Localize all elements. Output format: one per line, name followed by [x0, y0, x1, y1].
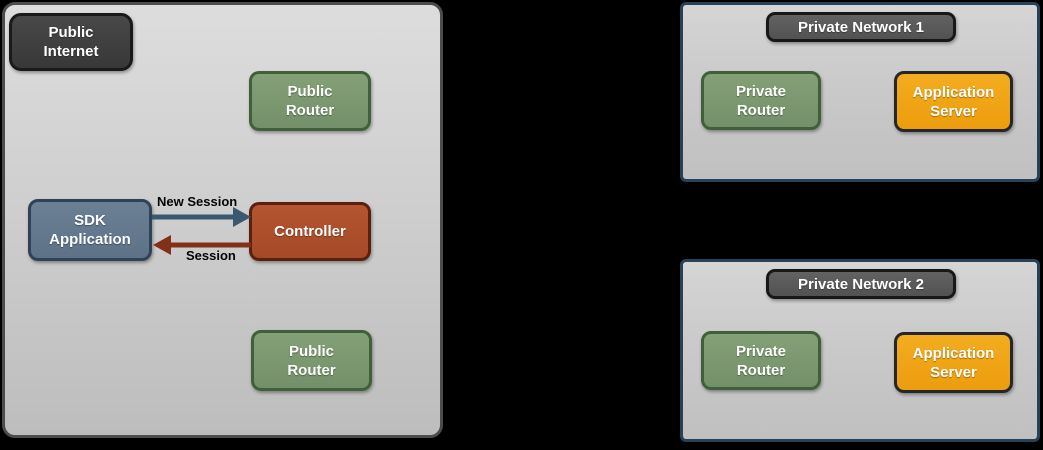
public-router-top-node: Public Router — [249, 71, 371, 131]
private-network-1-private-router-node: Private Router — [701, 71, 821, 130]
private-network-1-application-server-node: Application Server — [894, 71, 1013, 132]
private-network-2-application-server-node: Application Server — [894, 332, 1013, 393]
sdk-application-node: SDK Application — [28, 199, 152, 261]
private-network-2-title: Private Network 2 — [766, 269, 956, 299]
controller-node: Controller — [249, 202, 371, 261]
session-arrow-head — [153, 235, 171, 255]
public-internet-label: Public Internet — [9, 13, 133, 71]
private-network-1-title: Private Network 1 — [766, 12, 956, 42]
session-arrow-label: Session — [186, 248, 236, 263]
public-router-bottom-node: Public Router — [251, 330, 372, 391]
private-network-1-zone: Private Network 1 Private Router Applica… — [680, 2, 1040, 182]
private-network-2-private-router-node: Private Router — [701, 331, 821, 390]
private-network-2-zone: Private Network 2 Private Router Applica… — [680, 259, 1040, 442]
public-internet-zone: Public Internet Public Router SDK Applic… — [2, 2, 443, 438]
new-session-arrow-label: New Session — [157, 194, 238, 209]
